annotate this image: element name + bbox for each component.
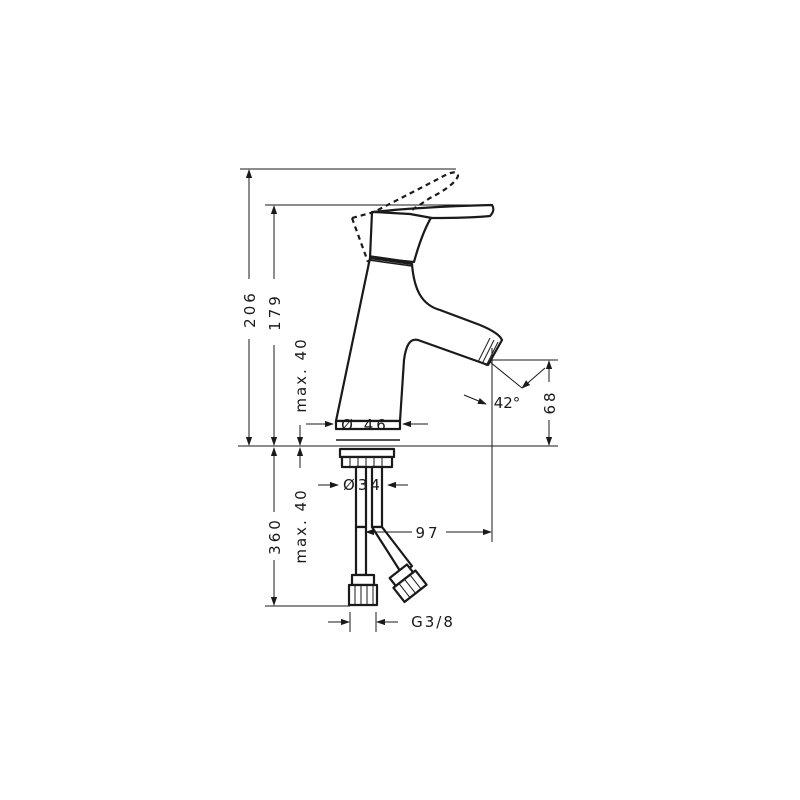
faucet-body — [334, 203, 504, 441]
dimension-lines — [238, 168, 558, 632]
lever-raised-outline — [350, 171, 460, 263]
label-spout-height: 179 — [266, 293, 284, 331]
label-max-deck-top: max. 40 — [292, 337, 310, 412]
label-spout-reach: 97 — [415, 524, 440, 542]
mounting-assembly — [338, 447, 428, 607]
label-connection-thread: G3/8 — [411, 613, 455, 631]
label-hole-diameter: Ø34 — [343, 476, 383, 494]
label-base-diameter: Ø 46 — [341, 416, 389, 434]
label-total-height: 206 — [241, 290, 259, 328]
label-outlet-height: 68 — [541, 389, 559, 414]
label-spout-angle: 42° — [494, 394, 521, 412]
label-max-deck-bottom: max. 40 — [292, 488, 310, 563]
label-hose-length: 360 — [266, 517, 284, 555]
